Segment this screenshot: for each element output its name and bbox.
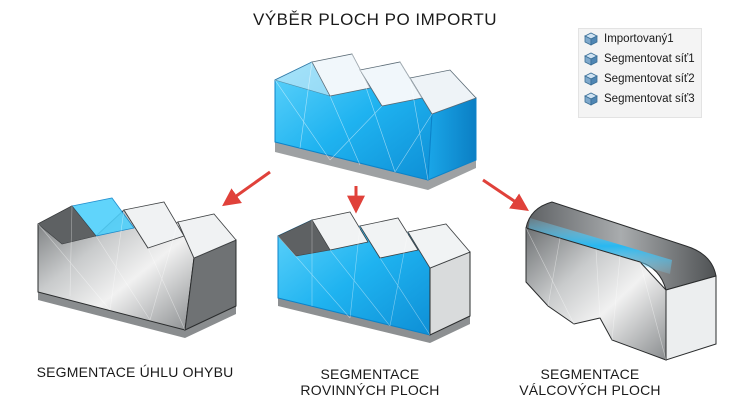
- tree-item-segmentovat-sit3[interactable]: Segmentovat síť3: [579, 89, 701, 109]
- tree-item-label: Importovaný1: [604, 33, 674, 45]
- caption-cylindrical: SEGMENTACE VÁLCOVÝCH PLOCH: [500, 366, 680, 398]
- tree-item-importovany1[interactable]: Importovaný1: [579, 29, 701, 49]
- imported-part[interactable]: [274, 53, 477, 190]
- tree-item-label: Segmentovat síť1: [604, 53, 695, 65]
- roof-facet: [359, 217, 419, 259]
- feature-tree: Importovaný1 Segmentovat síť1 Segmentova…: [578, 28, 702, 118]
- part-icon: [584, 32, 598, 46]
- roof-facet: [177, 213, 237, 259]
- tree-item-segmentovat-sit1[interactable]: Segmentovat síť1: [579, 49, 701, 69]
- planar-part[interactable]: [277, 211, 471, 343]
- tree-item-segmentovat-sit2[interactable]: Segmentovat síť2: [579, 69, 701, 89]
- tree-item-label: Segmentovat síť3: [604, 93, 695, 105]
- caption-planar-line1: SEGMENTACE: [320, 366, 420, 382]
- roof-facet: [274, 61, 331, 97]
- part-icon: [584, 72, 598, 86]
- mesh-lines: [37, 205, 186, 331]
- caption-cylindrical-line1: SEGMENTACE: [540, 366, 640, 382]
- bend-angle-part[interactable]: [37, 197, 237, 338]
- tree-item-label: Segmentovat síť2: [604, 73, 695, 85]
- mesh-lines: [525, 227, 667, 361]
- roof-facet: [277, 219, 331, 257]
- page-title: VÝBĚR PLOCH PO IMPORTU: [252, 10, 497, 29]
- cylindrical-part[interactable]: [525, 201, 717, 361]
- caption-planar: SEGMENTACE ROVINNÝCH PLOCH: [280, 366, 460, 398]
- part-front-face: [525, 227, 667, 361]
- part-end-face: [665, 275, 717, 361]
- part-icon: [584, 92, 598, 106]
- roof-facet: [407, 223, 471, 269]
- caption-bend-angle: SEGMENTACE ÚHLU OHYBU: [36, 364, 234, 380]
- roof-facet: [409, 69, 477, 115]
- roof-facet: [37, 205, 97, 245]
- caption-planar-line2: ROVINNÝCH PLOCH: [300, 382, 440, 398]
- arrow-to-bend-angle: [222, 170, 271, 207]
- part-icon: [584, 52, 598, 66]
- mesh-lines: [277, 220, 431, 336]
- highlighted-cylinder: [528, 218, 672, 274]
- mesh-lines: [274, 53, 433, 181]
- arrow-to-cylindrical: [482, 178, 529, 212]
- caption-cylindrical-line2: VÁLCOVÝCH PLOCH: [519, 382, 661, 398]
